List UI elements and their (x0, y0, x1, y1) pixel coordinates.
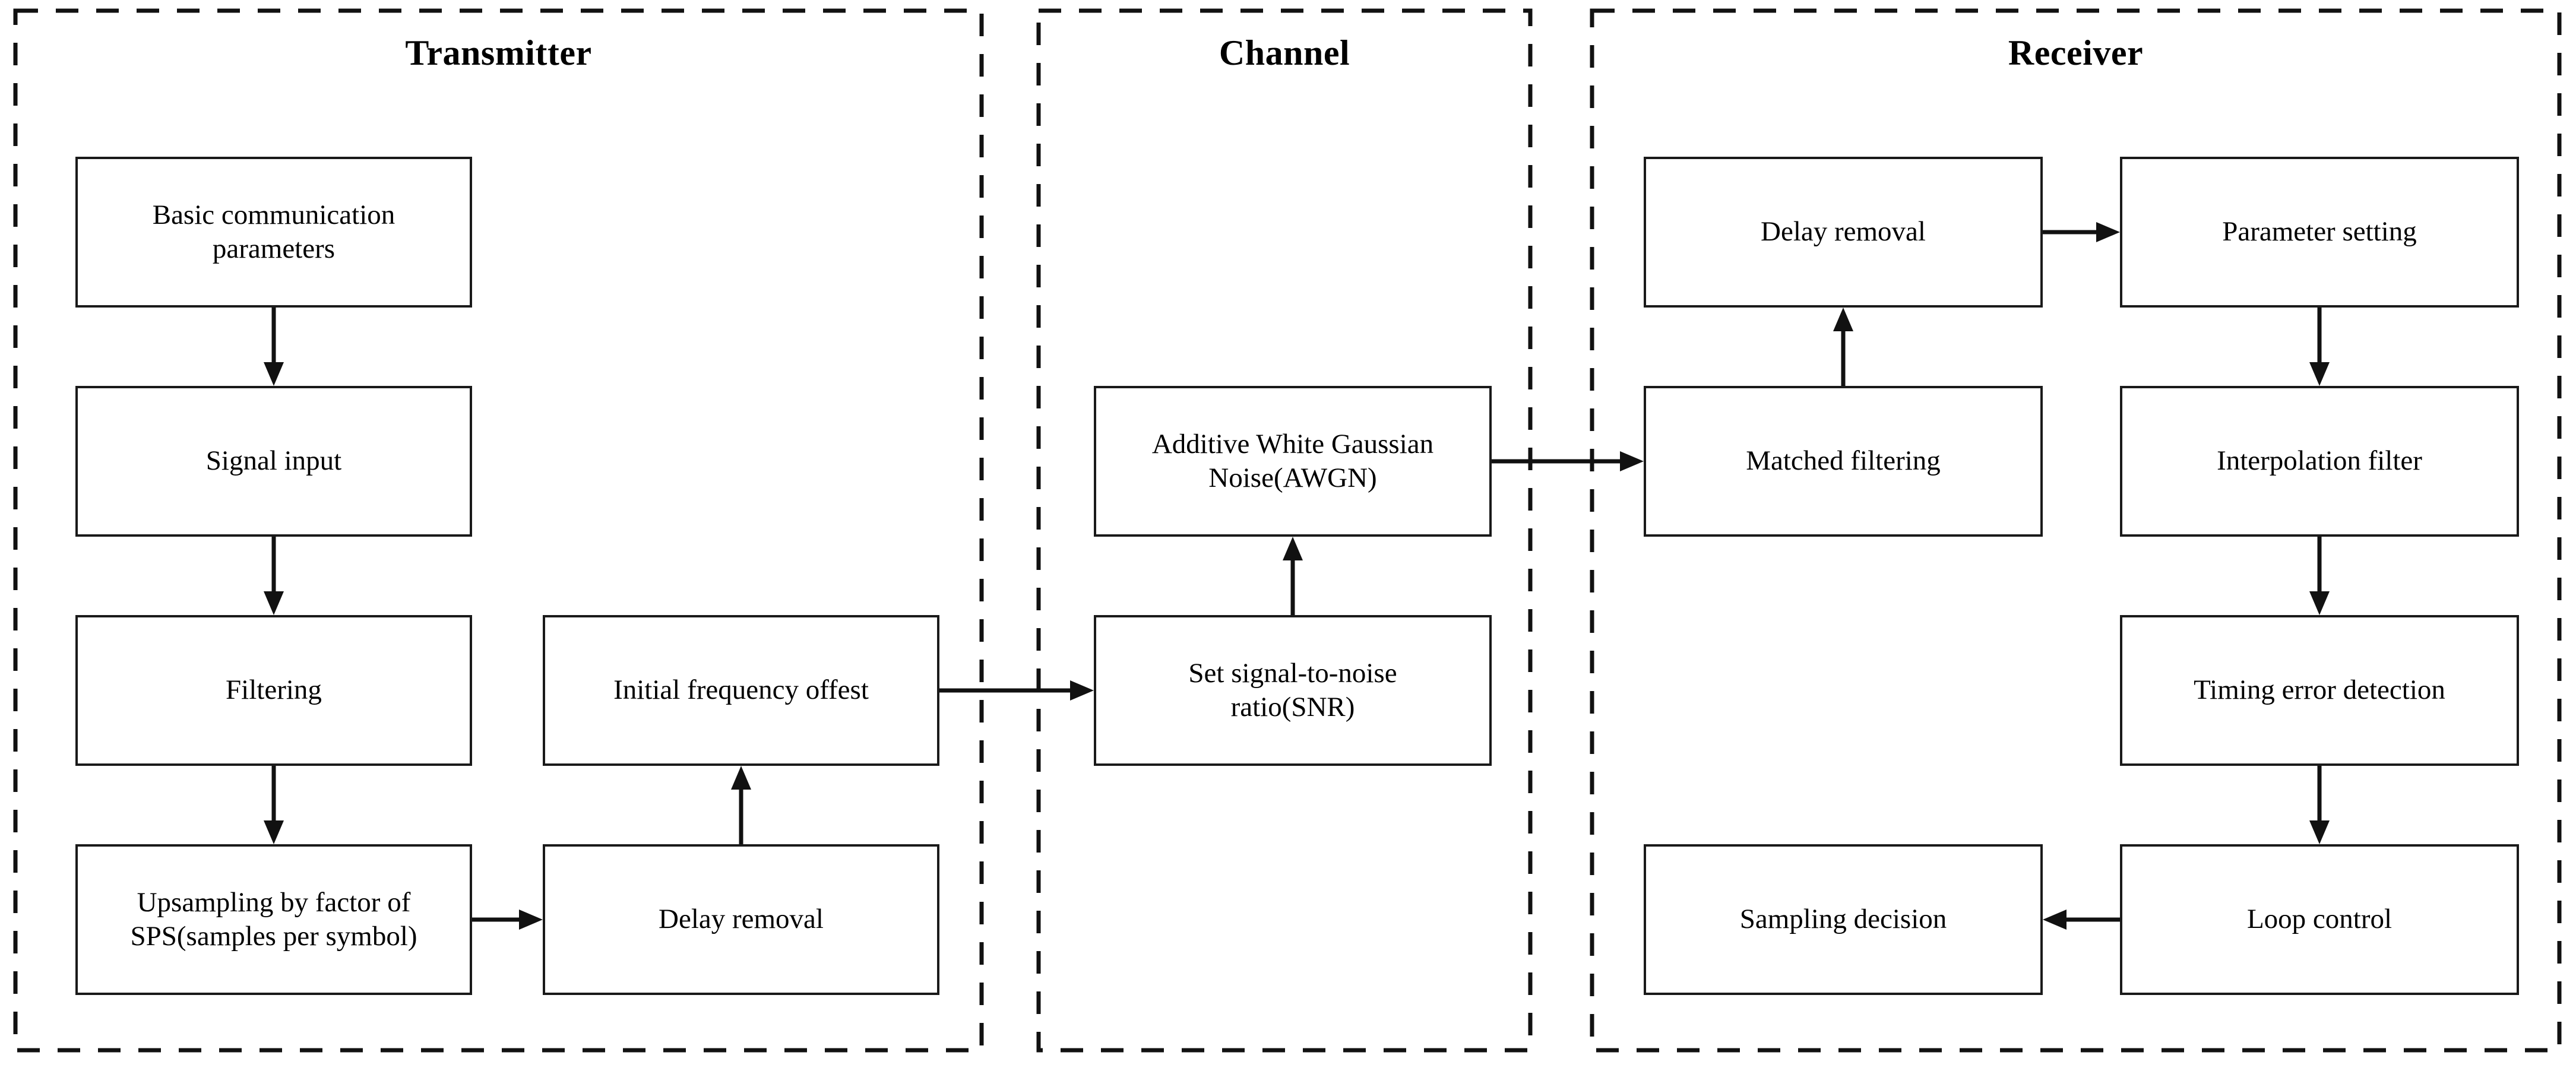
node-label-set-signal-to-noise-ratio: Set signal-to-noise ratio(SNR) (1188, 657, 1397, 723)
node-label-parameter-setting: Parameter setting (2222, 216, 2417, 248)
connector-set-snr-to-awgn (1283, 537, 1303, 615)
arrowhead-icon (2309, 362, 2330, 386)
panel-frame-receiver (1590, 8, 2562, 1053)
panel-frame-channel (1036, 8, 1533, 1053)
connector-interpolation-filter-to-timing-error-detection (2309, 537, 2330, 615)
panel-title-receiver: Receiver (2008, 33, 2144, 72)
arrowhead-icon (519, 910, 543, 930)
node-label-additive-white-gaussian-noise: Additive White Gaussian Noise(AWGN) (1151, 428, 1434, 493)
node-set-signal-to-noise-ratio[interactable]: Set signal-to-noise ratio(SNR) (1094, 615, 1492, 766)
connector-basic-params-to-signal-input (264, 308, 284, 386)
arrowhead-icon (2309, 820, 2330, 844)
node-label-interpolation-filter: Interpolation filter (2217, 445, 2422, 477)
node-label-matched-filtering: Matched filtering (1746, 445, 1941, 477)
panel-frames-group (13, 8, 2562, 1053)
node-label-filtering: Filtering (226, 674, 322, 706)
node-filtering[interactable]: Filtering (75, 615, 472, 766)
node-label-loop-control: Loop control (2246, 904, 2393, 935)
connector-awgn-to-matched-filtering (1492, 451, 1644, 471)
node-label-timing-error-detection: Timing error detection (2194, 674, 2445, 706)
connector-initial-frequency-offest-to-set-snr (939, 680, 1094, 701)
arrowhead-icon (731, 766, 751, 790)
arrowhead-icon (1283, 537, 1303, 560)
connector-matched-filtering-to-delay-removal-rx (1833, 308, 1853, 386)
node-matched-filtering[interactable]: Matched filtering (1644, 386, 2043, 537)
node-parameter-setting[interactable]: Parameter setting (2120, 157, 2519, 308)
connector-timing-error-detection-to-loop-control (2309, 766, 2330, 844)
node-label-upsampling-by-factor-of-sps: Upsampling by factor of SPS(samples per … (130, 886, 417, 952)
arrowhead-icon (264, 820, 284, 844)
panel-title-channel: Channel (1219, 33, 1350, 72)
node-signal-input[interactable]: Signal input (75, 386, 472, 537)
node-basic-communication-parameters[interactable]: Basic communication parameters (75, 157, 472, 308)
node-label-signal-input: Signal input (205, 445, 342, 477)
node-label-delay-removal-tx: Delay removal (659, 904, 824, 935)
connector-parameter-setting-to-interpolation-filter (2309, 308, 2330, 386)
connector-upsampling-to-delay-removal-tx (472, 910, 543, 930)
node-upsampling-by-factor-of-sps[interactable]: Upsampling by factor of SPS(samples per … (75, 844, 472, 995)
node-initial-frequency-offest[interactable]: Initial frequency offest (543, 615, 939, 766)
arrowhead-icon (264, 362, 284, 386)
node-timing-error-detection[interactable]: Timing error detection (2120, 615, 2519, 766)
arrowhead-icon (264, 591, 284, 615)
connectors-group (264, 222, 2330, 930)
arrowhead-icon (2309, 591, 2330, 615)
connector-loop-control-to-sampling-decision (2043, 910, 2120, 930)
connector-delay-removal-rx-to-parameter-setting (2043, 222, 2120, 242)
panel-title-transmitter: Transmitter (405, 33, 592, 72)
node-sampling-decision[interactable]: Sampling decision (1644, 844, 2043, 995)
arrowhead-icon (1620, 451, 1644, 471)
node-interpolation-filter[interactable]: Interpolation filter (2120, 386, 2519, 537)
connector-delay-removal-tx-to-initial-frequency-offest (731, 766, 751, 844)
node-delay-removal-tx[interactable]: Delay removal (543, 844, 939, 995)
connector-signal-input-to-filtering (264, 537, 284, 615)
arrowhead-icon (2096, 222, 2120, 242)
node-label-initial-frequency-offest: Initial frequency offest (613, 674, 869, 706)
node-loop-control[interactable]: Loop control (2120, 844, 2519, 995)
node-label-delay-removal-rx: Delay removal (1761, 216, 1926, 248)
panel-frame-transmitter (13, 8, 984, 1053)
node-delay-removal-rx[interactable]: Delay removal (1644, 157, 2043, 308)
arrowhead-icon (2043, 910, 2067, 930)
connector-filtering-to-upsampling (264, 766, 284, 844)
node-additive-white-gaussian-noise[interactable]: Additive White Gaussian Noise(AWGN) (1094, 386, 1492, 537)
node-label-basic-communication-parameters: Basic communication parameters (152, 199, 395, 264)
arrowhead-icon (1833, 308, 1853, 331)
node-label-sampling-decision: Sampling decision (1739, 904, 1947, 935)
arrowhead-icon (1070, 680, 1094, 701)
